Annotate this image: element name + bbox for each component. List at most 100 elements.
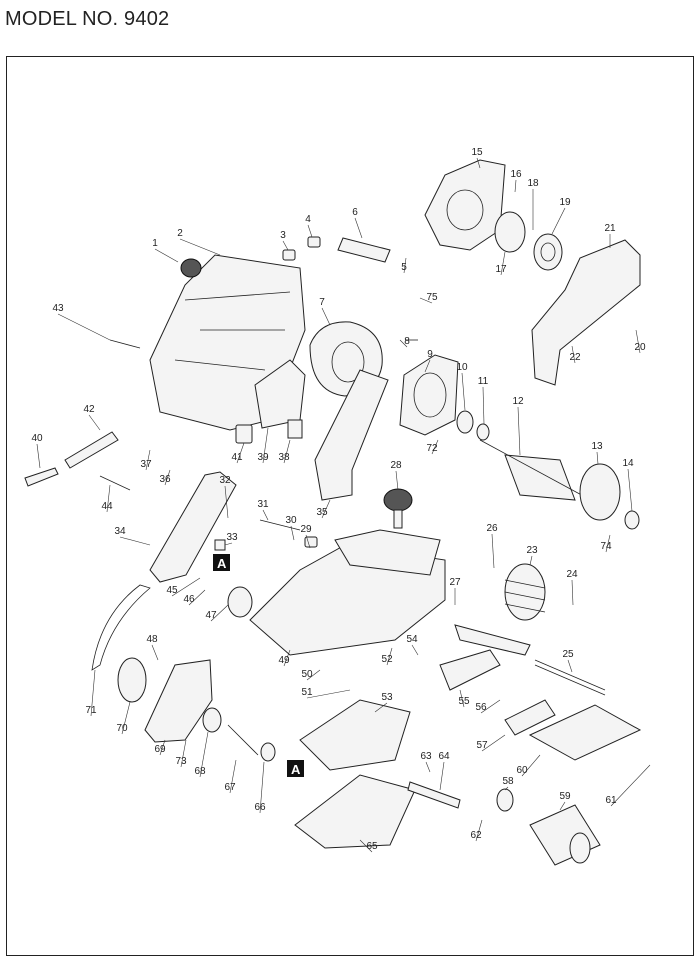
leader-line-57 (481, 734, 506, 752)
leader-line-56 (480, 699, 501, 714)
part-label-38: 38 (278, 452, 290, 463)
part-label-39: 39 (257, 452, 269, 463)
part-label-62: 62 (470, 830, 482, 841)
part-label-13: 13 (591, 441, 603, 452)
leader-line-75 (419, 297, 433, 304)
leader-line-23 (529, 555, 533, 566)
leader-line-53 (374, 702, 388, 713)
part-label-32: 32 (219, 475, 231, 486)
marker-a-bottom: A (287, 760, 304, 777)
part-label-53: 53 (381, 692, 393, 703)
leader-line-24 (571, 579, 574, 606)
leader-line-32 (224, 485, 229, 519)
part-label-21: 21 (604, 223, 616, 234)
leader-line-54 (411, 644, 419, 656)
leader-line-44 (106, 484, 111, 513)
leader-line-66 (259, 761, 265, 814)
part-label-18: 18 (527, 178, 539, 189)
part-label-54: 54 (406, 634, 418, 645)
leader-line-20 (635, 329, 641, 354)
part-label-66: 66 (254, 802, 266, 813)
leader-line-61 (610, 764, 651, 807)
part-label-15: 15 (471, 147, 483, 158)
leader-line-41 (236, 442, 245, 464)
leader-line-3 (282, 240, 289, 251)
part-label-52: 52 (381, 654, 393, 665)
leader-line-2 (179, 238, 221, 256)
leader-line-26 (491, 533, 495, 569)
part-label-60: 60 (516, 765, 528, 776)
part-label-37: 37 (140, 459, 152, 470)
part-label-46: 46 (183, 594, 195, 605)
leader-line-8 (399, 339, 408, 348)
part-label-12: 12 (512, 396, 524, 407)
leader-line-34 (119, 536, 151, 546)
leader-line-74 (605, 534, 611, 553)
part-label-47: 47 (205, 610, 217, 621)
part-label-74: 74 (600, 541, 612, 552)
leader-line-35 (321, 499, 331, 519)
leader-line-31 (262, 509, 269, 521)
part-label-29: 29 (300, 524, 312, 535)
leader-line-42 (88, 414, 101, 431)
marker-a-top-label: A (217, 556, 227, 571)
part-label-26: 26 (486, 523, 498, 534)
part-label-59: 59 (559, 791, 571, 802)
part-label-25: 25 (562, 649, 574, 660)
leader-line-13 (596, 451, 599, 465)
part-shapes (24, 159, 642, 866)
part-label-51: 51 (301, 687, 313, 698)
diagram-frame (6, 56, 694, 956)
part-label-14: 14 (622, 458, 634, 469)
part-label-68: 68 (194, 766, 206, 777)
leader-line-37 (145, 449, 151, 471)
part-label-20: 20 (634, 342, 646, 353)
part-label-17: 17 (495, 264, 507, 275)
part-label-67: 67 (224, 782, 236, 793)
leader-line-19 (551, 207, 566, 235)
part-label-4: 4 (305, 214, 311, 225)
leader-line-52 (386, 647, 393, 666)
leader-line-71 (90, 669, 96, 717)
leader-line-1 (154, 248, 179, 263)
leader-lines (36, 157, 651, 853)
leader-line-65 (359, 839, 373, 853)
part-label-2: 2 (177, 228, 183, 239)
leader-line-55 (459, 689, 465, 708)
model-title: MODEL NO. 9402 (5, 8, 170, 30)
part-label-49: 49 (278, 655, 290, 666)
part-label-58: 58 (502, 776, 514, 787)
part-label-57: 57 (476, 740, 488, 751)
part-label-3: 3 (280, 230, 286, 241)
part-label-50: 50 (301, 669, 313, 680)
part-label-64: 64 (438, 751, 450, 762)
leader-line-47 (210, 604, 229, 622)
leader-line-60 (521, 754, 541, 777)
part-label-71: 71 (85, 705, 97, 716)
leader-line-46 (188, 589, 206, 606)
part-label-42: 42 (83, 404, 95, 415)
leader-line-48 (151, 644, 159, 661)
leader-line-15 (476, 157, 481, 169)
part-label-19: 19 (559, 197, 571, 208)
part-label-23: 23 (526, 545, 538, 556)
part-label-9: 9 (427, 349, 433, 360)
part-label-36: 36 (159, 474, 171, 485)
leader-line-29 (305, 534, 311, 549)
leader-line-69 (159, 739, 166, 756)
leader-line-7 (321, 307, 331, 326)
leader-line-51 (306, 689, 351, 699)
part-label-61: 61 (605, 795, 617, 806)
leader-line-6 (354, 217, 363, 239)
leader-line-9 (424, 359, 431, 373)
leader-line-67 (229, 759, 237, 794)
leader-line-16 (514, 179, 517, 193)
part-label-63: 63 (420, 751, 432, 762)
part-label-33: 33 (226, 532, 238, 543)
part-label-69: 69 (154, 744, 166, 755)
leader-line-43 (57, 313, 111, 341)
leader-line-4 (307, 224, 313, 238)
part-label-6: 6 (352, 207, 358, 218)
part-label-28: 28 (390, 460, 402, 471)
part-label-34: 34 (114, 526, 126, 537)
